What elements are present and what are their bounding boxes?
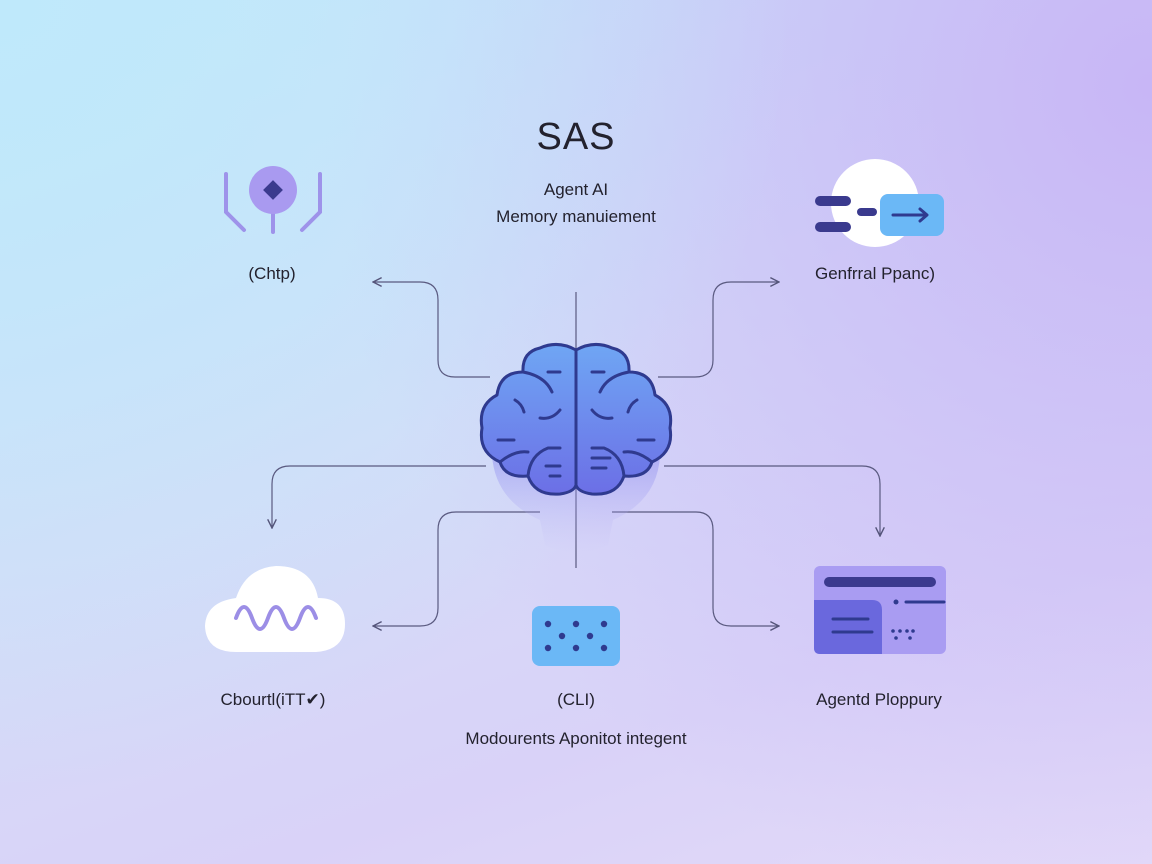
window-panel-icon <box>814 566 946 654</box>
node-label-bottom-right: Agentd Ploppury <box>816 690 942 709</box>
connector-mid-right <box>664 465 880 536</box>
connector-bottom-right <box>612 511 779 626</box>
subtitle-line-2: Memory manuiement <box>496 207 656 226</box>
diamond-node-icon <box>224 166 322 234</box>
brain-icon <box>479 343 673 496</box>
connector-bottom-left <box>373 511 540 626</box>
footer-caption: Modourents Aponitot integent <box>465 729 687 748</box>
diagram-title: SAS <box>536 116 616 158</box>
subtitle-line-1: Agent AI <box>543 180 609 199</box>
connectors <box>272 282 880 626</box>
node-label-top-left: (Chtp) <box>248 264 296 283</box>
node-label-bottom-left: Cbourtl(iTT✔) <box>220 690 326 709</box>
connector-top-right <box>658 282 779 378</box>
node-label-bottom-center: (CLI) <box>557 690 595 709</box>
cloud-wave-icon <box>205 566 345 652</box>
connector-top-left <box>373 282 490 378</box>
toggle-arrow-icon <box>815 159 944 247</box>
connector-mid-left <box>272 465 486 528</box>
node-label-top-right: Genfrral Ppanc) <box>815 264 935 283</box>
cli-grid-icon <box>532 606 620 666</box>
